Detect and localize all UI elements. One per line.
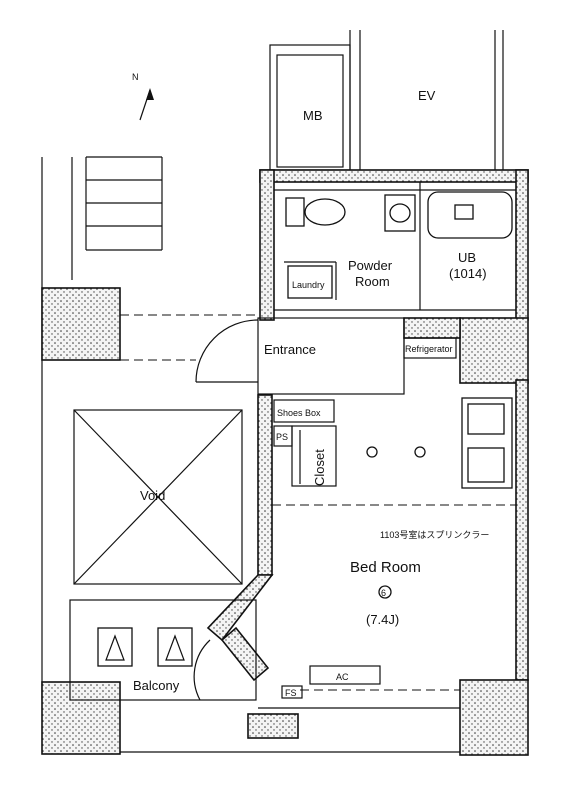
mb-shaft: MB: [269, 44, 351, 171]
bed-room-area: (7.4J): [366, 612, 399, 627]
ps-label: PS: [276, 432, 288, 442]
fs-label: FS: [285, 688, 297, 698]
kitchen-counter: [461, 397, 513, 489]
exterior-walls: [41, 169, 529, 756]
laundry-label: Laundry: [292, 280, 325, 290]
toilet-icon: [285, 197, 346, 227]
bathtub-icon: [427, 191, 513, 239]
bed-room-label: Bed Room: [350, 559, 421, 576]
balcony-label: Balcony: [133, 678, 180, 693]
laundry-area: Laundry: [287, 265, 333, 299]
entrance-area: Entrance: [195, 317, 405, 395]
entrance-label: Entrance: [264, 342, 316, 357]
closet-label: Closet: [312, 449, 327, 486]
ub-label-2: (1014): [449, 266, 487, 281]
sprinkler-note: 1103号室はスプリンクラー: [380, 529, 489, 540]
wet-area-partitions: [274, 182, 516, 311]
powder-room-label-2: Room: [355, 274, 390, 289]
washbasin-icon: [384, 194, 416, 232]
balcony: Balcony: [69, 599, 257, 701]
refrigerator-space: Refrigerator: [403, 337, 457, 359]
mb-label: MB: [303, 108, 323, 123]
bottom-boundary: [120, 707, 460, 753]
bed-room: 1103号室はスプリンクラー Bed Room 6 (7.4J): [350, 446, 489, 627]
north-label: N: [132, 72, 139, 82]
diagonal-wall: [206, 574, 274, 682]
fs-box: FS: [281, 685, 303, 699]
stair-outline: [41, 156, 163, 700]
ev-label: EV: [418, 88, 436, 103]
ub-label-1: UB: [458, 250, 476, 265]
shoes-box: Shoes Box: [273, 399, 335, 423]
ev-shaft: EV: [349, 30, 504, 170]
ps-box: PS: [273, 425, 293, 447]
void-area: Void: [73, 409, 243, 585]
ac-unit: AC: [309, 665, 381, 685]
shoes-box-label: Shoes Box: [277, 408, 321, 418]
north-arrow-icon: N: [132, 72, 154, 121]
void-label: Void: [140, 488, 165, 503]
bed-room-marker: 6: [381, 588, 386, 598]
refrigerator-label: Refrigerator: [405, 344, 453, 354]
ac-label: AC: [336, 672, 349, 682]
powder-room-label-1: Powder: [348, 258, 393, 273]
closet: Closet: [291, 425, 337, 487]
